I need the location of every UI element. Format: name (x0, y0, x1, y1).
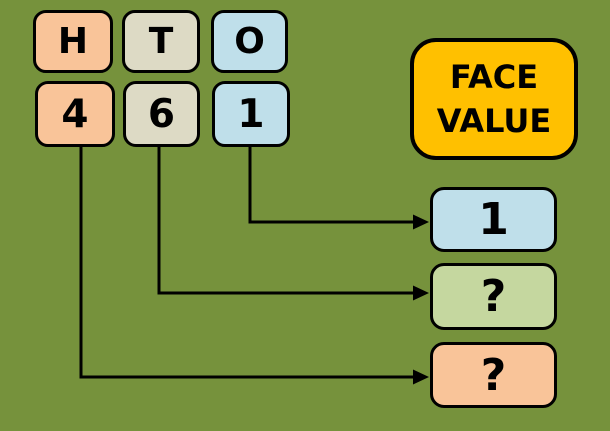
connector-ones-line (248, 146, 416, 224)
answer-value: ? (480, 271, 507, 322)
answer-box-hundreds: ? (430, 342, 557, 408)
digit-value: 4 (61, 91, 89, 137)
connector-hundreds-line (79, 146, 416, 379)
digit-cell-ones: 1 (212, 81, 290, 147)
connector-tens-line (157, 146, 416, 295)
face-value-title-line1: FACE (449, 58, 539, 96)
place-column-header-tens: T (122, 10, 200, 73)
digit-value: 1 (237, 91, 265, 137)
answer-value: ? (480, 349, 507, 401)
digit-value: 6 (147, 91, 176, 137)
answer-box-tens: ? (430, 263, 557, 330)
face-value-title-line2: VALUE (436, 102, 552, 140)
place-column-header-hundreds: H (33, 10, 113, 73)
place-column-header-ones: O (211, 10, 288, 73)
answer-value: 1 (478, 194, 509, 245)
face-value-title-box: FACE VALUE (410, 38, 578, 160)
arrowhead-tens-icon (413, 285, 429, 301)
answer-box-ones: 1 (430, 187, 557, 252)
header-label: O (234, 21, 265, 62)
header-label: H (57, 21, 89, 62)
arrowhead-ones-icon (413, 214, 429, 230)
header-label: T (148, 21, 174, 62)
digit-cell-tens: 6 (123, 81, 200, 147)
arrowhead-hundreds-icon (413, 369, 429, 385)
digit-cell-hundreds: 4 (35, 81, 115, 147)
